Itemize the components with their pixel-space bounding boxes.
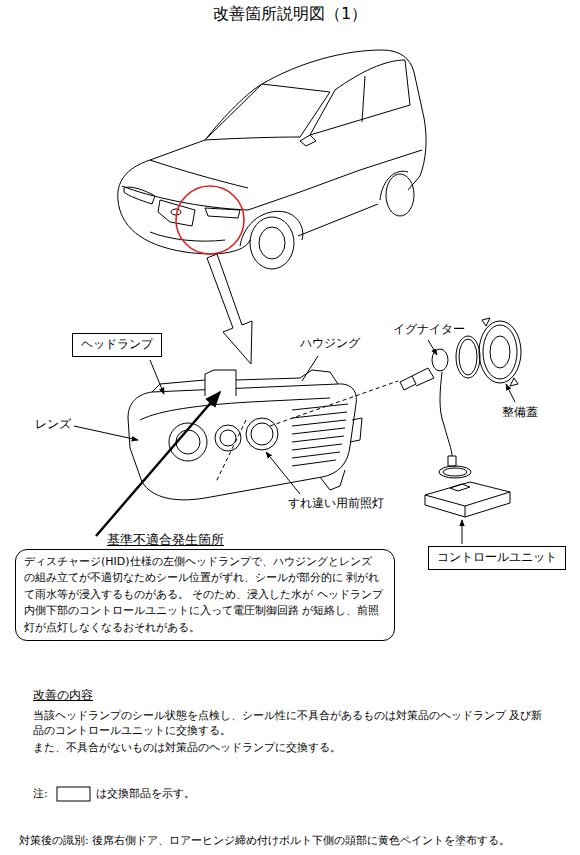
- part-name-box: コントロールユニット: [428, 546, 566, 570]
- car-illustration-part: [118, 50, 426, 200]
- note-sample-box: [57, 787, 90, 801]
- pointer-arrow: [207, 254, 252, 364]
- part-label: 整備蓋: [502, 405, 538, 421]
- part-name: コントロールユニット: [437, 550, 557, 566]
- leader-line-part: [266, 452, 300, 494]
- parts-illustration-part: [400, 376, 416, 390]
- note-sample-box-part: [57, 787, 90, 801]
- note-text: 注:: [33, 787, 48, 801]
- parts-illustration-part: [479, 321, 521, 383]
- car-illustration: [118, 50, 426, 269]
- section-heading: 改善の内容: [33, 688, 93, 704]
- headlamp-illustration-part: [128, 384, 356, 500]
- parts-illustration-part: [456, 336, 480, 378]
- part-label: イグナイター: [393, 322, 465, 338]
- identification-text: 対策後の識別: 後席右側ドア、ロアーヒンジ締め付けボルト下側の頭部に黄色ペイント…: [19, 834, 575, 848]
- car-illustration-part: [205, 208, 240, 218]
- callout-body: ディスチャージ(HID)仕様の左側ヘッドランプで、ハウジングとレンズ の組み立て…: [15, 549, 395, 642]
- leader-line-part: [462, 520, 463, 544]
- headlamp-illustration-part: [216, 420, 246, 482]
- parts-illustration-part: [412, 368, 434, 386]
- headlamp-illustration-part: [152, 370, 338, 392]
- car-illustration-part: [248, 150, 422, 210]
- parts-illustration-part: [490, 336, 510, 368]
- leader-line-part: [506, 384, 515, 402]
- headlamp-illustration-part: [251, 423, 273, 445]
- defect-callout: 基準不適合発生箇所ディスチャージ(HID)仕様の左側ヘッドランプで、ハウジングと…: [15, 529, 395, 641]
- part-label: すれ違い用前照灯: [288, 496, 384, 512]
- part-label: レンズ: [35, 417, 71, 433]
- leader-line-part: [428, 340, 437, 355]
- part-name-box: ヘッドランプ: [72, 333, 162, 357]
- parts-illustration-part: [443, 468, 467, 476]
- car-illustration-part: [250, 217, 294, 269]
- leader-line-part: [96, 392, 220, 536]
- pointer-arrow-part: [207, 254, 252, 364]
- headlamp-illustration-part: [270, 381, 398, 426]
- car-illustration-part: [205, 84, 330, 140]
- headlamp-illustration: [128, 370, 398, 500]
- headlamp-illustration-part: [292, 404, 348, 466]
- headlamp-illustration-part: [220, 430, 236, 446]
- parts-illustration-part: [425, 492, 510, 517]
- leader-line-part: [302, 356, 318, 381]
- car-illustration-part: [298, 204, 378, 236]
- parts-illustration-part: [425, 482, 510, 506]
- callout-heading: 基準不適合発生箇所: [107, 532, 224, 549]
- parts-illustration-part: [450, 484, 470, 491]
- headlamp-illustration-part: [205, 370, 236, 396]
- parts-illustration-part: [483, 325, 517, 379]
- car-illustration-part: [310, 60, 410, 135]
- highlight-circle-part: [176, 186, 244, 254]
- part-name: ヘッドランプ: [81, 337, 153, 353]
- car-illustration-part: [300, 135, 316, 146]
- headlamp-illustration-part: [215, 425, 241, 451]
- parts-illustration-part: [482, 318, 518, 386]
- car-illustration-part: [150, 160, 248, 188]
- car-illustration-part: [150, 232, 225, 241]
- headlamp-illustration-part: [320, 470, 345, 490]
- car-illustration-part: [259, 227, 285, 259]
- part-label: ハウジング: [300, 336, 360, 352]
- headlamp-illustration-part: [350, 418, 362, 442]
- note-text: 当該ヘッドランプのシール状態を点検し、シール性に不具合があるものは対策品のヘッド…: [33, 708, 553, 739]
- car-illustration-part: [386, 174, 414, 216]
- car-illustration-part: [362, 76, 365, 122]
- parts-illustration-part: [440, 372, 452, 456]
- leader-line: [74, 340, 515, 544]
- headlamp-illustration-part: [246, 418, 278, 450]
- highlight-circle: [176, 186, 244, 254]
- parts-illustration-part: [432, 349, 448, 371]
- parts-illustration-part: [439, 466, 471, 478]
- parts-illustration-part: [459, 339, 477, 375]
- note-text: また、不具合がないものは対策品のヘッドランプに交換する。: [33, 740, 553, 755]
- car-illustration-part: [124, 187, 155, 204]
- parts-illustration-part: [448, 456, 456, 466]
- note-text: は交換部品を示す。: [96, 787, 195, 801]
- car-illustration-part: [118, 200, 250, 254]
- leader-line-part: [74, 426, 138, 440]
- diagram-title: 改善箇所説明図（1）: [0, 4, 580, 25]
- leader-line-part: [150, 360, 164, 394]
- headlamp-illustration-part: [176, 430, 200, 454]
